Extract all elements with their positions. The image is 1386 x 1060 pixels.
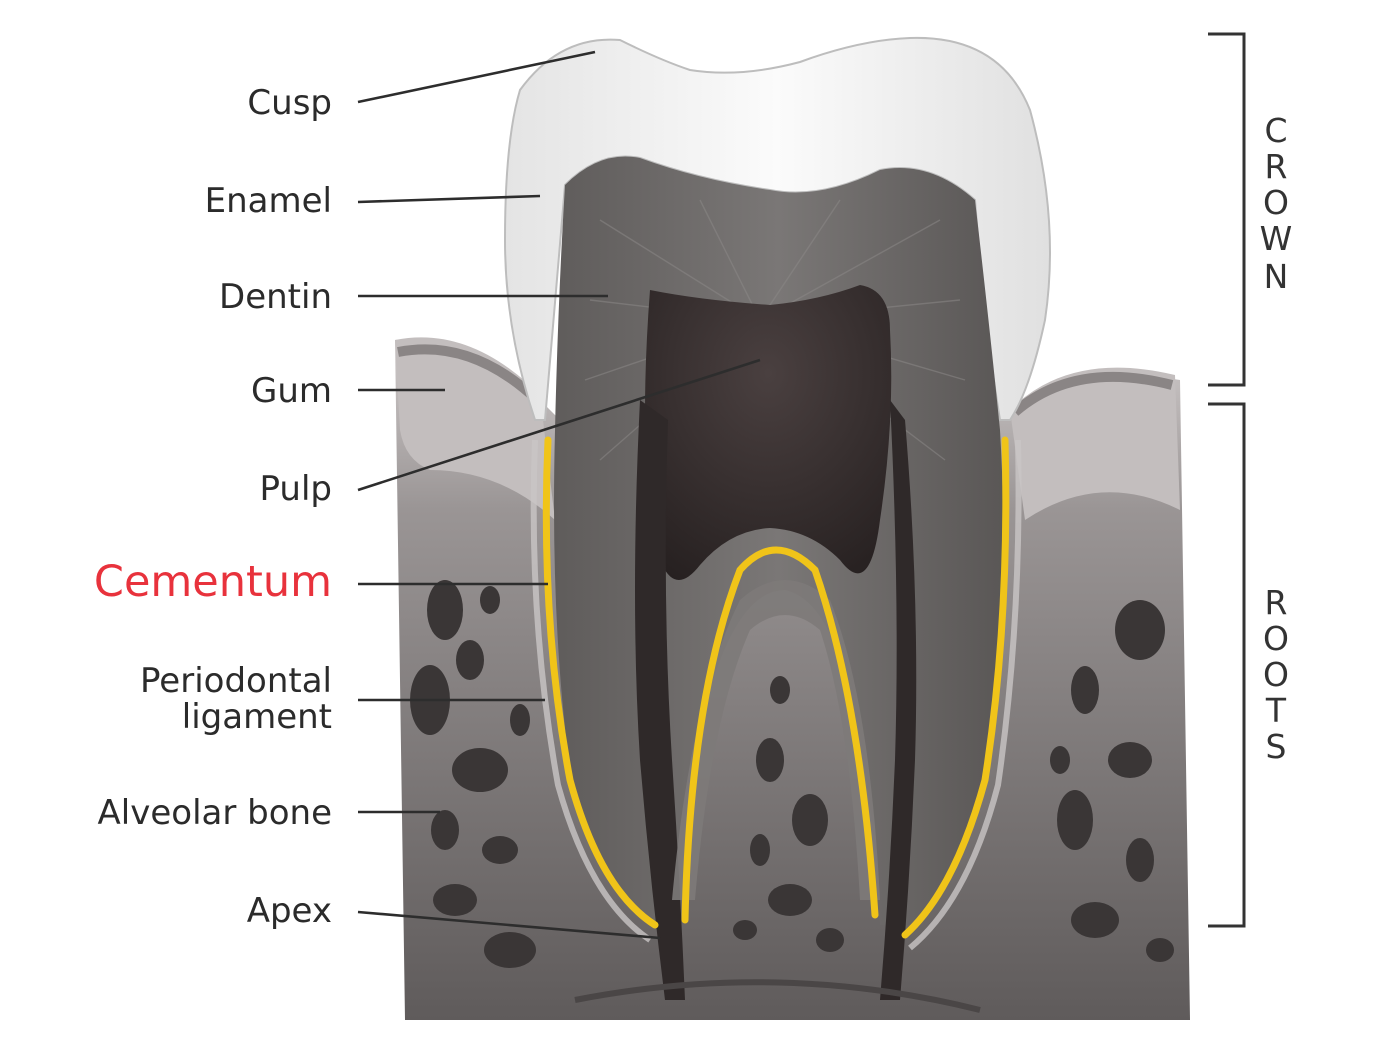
crown-letter-2: R (1265, 147, 1288, 186)
cementum-lines (542, 436, 1010, 939)
leader-enamel (357, 194, 541, 204)
label-cusp: Cusp (247, 83, 332, 123)
crown-letter-1: C (1264, 111, 1287, 150)
label-dentin: Dentin (219, 277, 332, 317)
label-pulp: Pulp (260, 469, 332, 509)
roots-letter-1: R (1265, 583, 1288, 622)
roots-letter-4: T (1265, 691, 1287, 730)
roots-letter-2: O (1263, 619, 1289, 658)
roots-letter-3: O (1263, 655, 1289, 694)
label-alveolar-bone: Alveolar bone (98, 793, 332, 833)
part-labels: Cusp Enamel Dentin Gum Pulp Cementum Per… (94, 83, 332, 931)
leader-cusp (357, 50, 596, 104)
label-gum: Gum (251, 371, 332, 411)
crown-letter-5: N (1264, 257, 1289, 296)
pulp-chamber (645, 285, 892, 580)
label-cementum: Cementum (94, 557, 332, 607)
crown-bracket: C R O W N (1208, 32, 1293, 387)
gum-right (1010, 367, 1180, 520)
leader-apex (357, 910, 661, 940)
leader-lines (357, 50, 761, 940)
leader-pulp (357, 358, 761, 492)
pulp-canal-right (880, 400, 917, 1000)
crown-letter-3: O (1263, 183, 1289, 222)
label-periodontal-line2: ligament (182, 697, 332, 737)
label-enamel: Enamel (205, 181, 332, 221)
crown-letter-4: W (1260, 219, 1293, 258)
roots-letter-5: S (1266, 727, 1287, 766)
roots-bracket: R O O T S (1208, 402, 1289, 928)
pulp-canal-left (635, 400, 685, 1000)
label-periodontal-line1: Periodontal (140, 661, 332, 701)
label-apex: Apex (247, 891, 332, 931)
